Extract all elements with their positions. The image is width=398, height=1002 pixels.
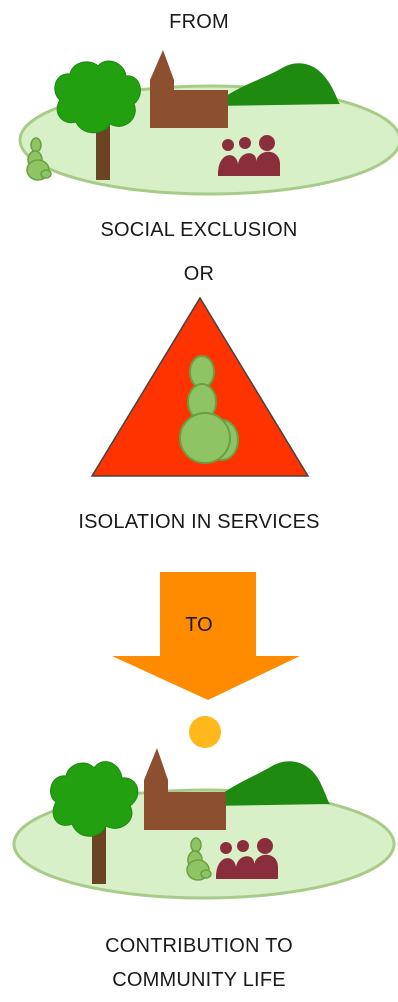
from-label: FROM: [0, 10, 398, 34]
people-group-icon: [218, 135, 280, 176]
to-label: TO: [0, 613, 398, 637]
isolation-label: ISOLATION IN SERVICES: [0, 510, 398, 534]
contribution-label-line1: CONTRIBUTION TO: [0, 934, 398, 958]
community-scene-top: [0, 44, 398, 204]
isolation-triangle-graphic: [0, 290, 398, 490]
social-exclusion-label: SOCIAL EXCLUSION: [0, 218, 398, 242]
contribution-label-line2: COMMUNITY LIFE: [0, 968, 398, 992]
people-group-icon: [216, 838, 278, 879]
or-label: OR: [0, 262, 398, 286]
hill: [212, 63, 340, 106]
community-scene-bottom: [0, 744, 398, 904]
